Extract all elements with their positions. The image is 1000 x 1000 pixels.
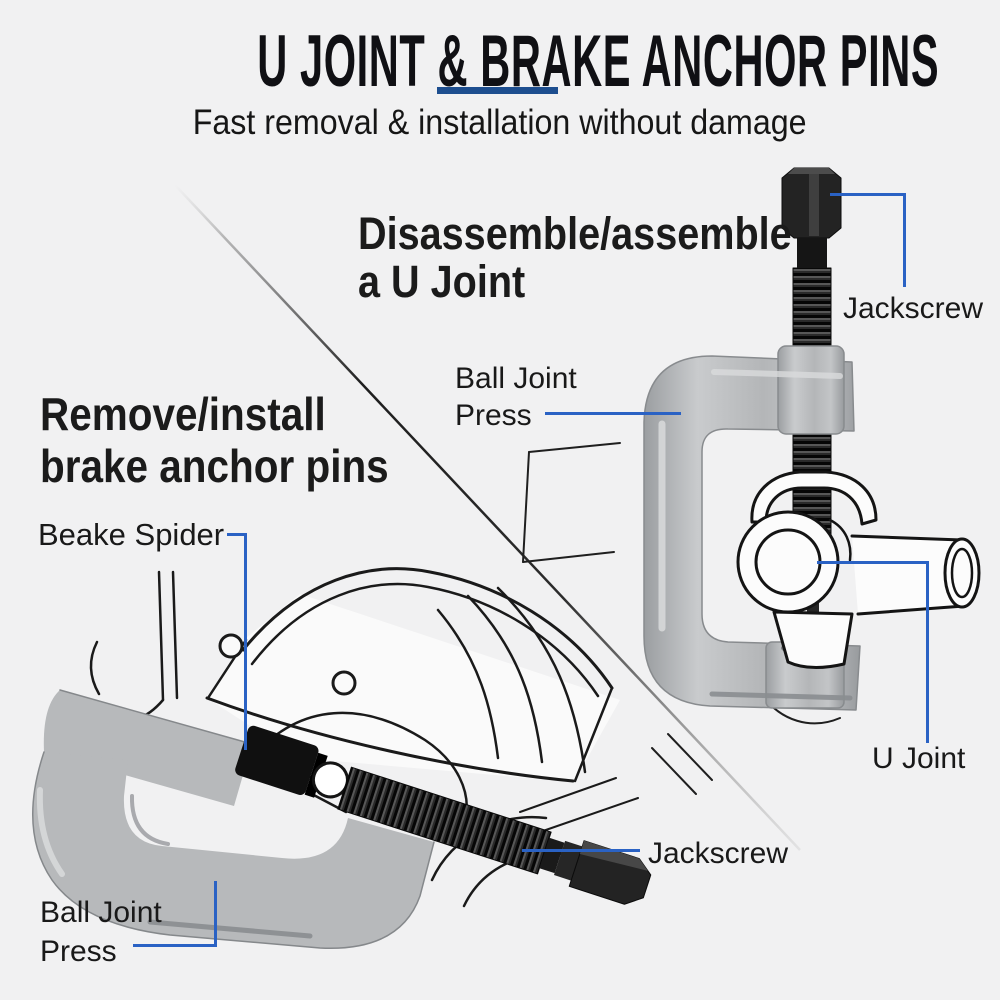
leader-jackscrew-right-h [830, 193, 906, 196]
leader-jackscrew-right-v [903, 193, 906, 287]
page-title: U JOINT & BRAKE ANCHOR PINS [257, 21, 940, 102]
label-bjp-right-line-2: Press [455, 399, 532, 432]
ball-joint-press-illustration-left [32, 689, 435, 949]
leader-ball-joint-press-bottom-v [214, 881, 217, 947]
brake-section-heading: Remove/install brake anchor pins [40, 388, 389, 492]
label-bjp-right-line-1: Ball Joint [455, 362, 577, 395]
label-bjp-bottom-line-1: Ball Joint [40, 896, 162, 929]
u-joint-section-heading: Disassemble/assemble a U Joint [358, 210, 792, 306]
label-bjp-bottom-line-2: Press [40, 935, 117, 968]
label-ball-joint-press-right: Ball Joint Press [455, 360, 577, 434]
brake-heading-line-2: brake anchor pins [40, 440, 389, 492]
u-joint-scene [522, 167, 981, 795]
page-subtitle: Fast removal & installation without dama… [193, 103, 807, 142]
label-ball-joint-press-bottom: Ball Joint Press [40, 893, 162, 971]
brake-heading-line-1: Remove/install [40, 388, 326, 440]
label-brake-spider: Beake Spider [38, 517, 225, 552]
jackscrew-illustration-left [337, 766, 652, 905]
label-jackscrew-bottom: Jackscrew [648, 837, 789, 870]
u-joint-heading-line-2: a U Joint [358, 256, 526, 307]
leader-ball-joint-press-right [545, 412, 681, 415]
label-u-joint: U Joint [872, 742, 966, 775]
leader-u-joint-h [817, 561, 929, 564]
title-underline-accent [437, 87, 558, 94]
brake-spider-pin [235, 725, 349, 799]
leader-brake-spider-v [244, 533, 247, 750]
diagonal-divider [174, 184, 801, 851]
label-jackscrew-right: Jackscrew [843, 292, 984, 325]
leader-jackscrew-bottom [522, 849, 640, 852]
leader-ball-joint-press-bottom-h [133, 944, 217, 947]
leader-u-joint-v [926, 561, 929, 743]
u-joint-line-art [736, 470, 981, 669]
u-joint-heading-line-1: Disassemble/assemble [358, 208, 792, 259]
jackscrew-hex-head-right [781, 167, 842, 268]
leader-brake-spider-h [227, 533, 247, 536]
brake-scene [32, 567, 652, 949]
